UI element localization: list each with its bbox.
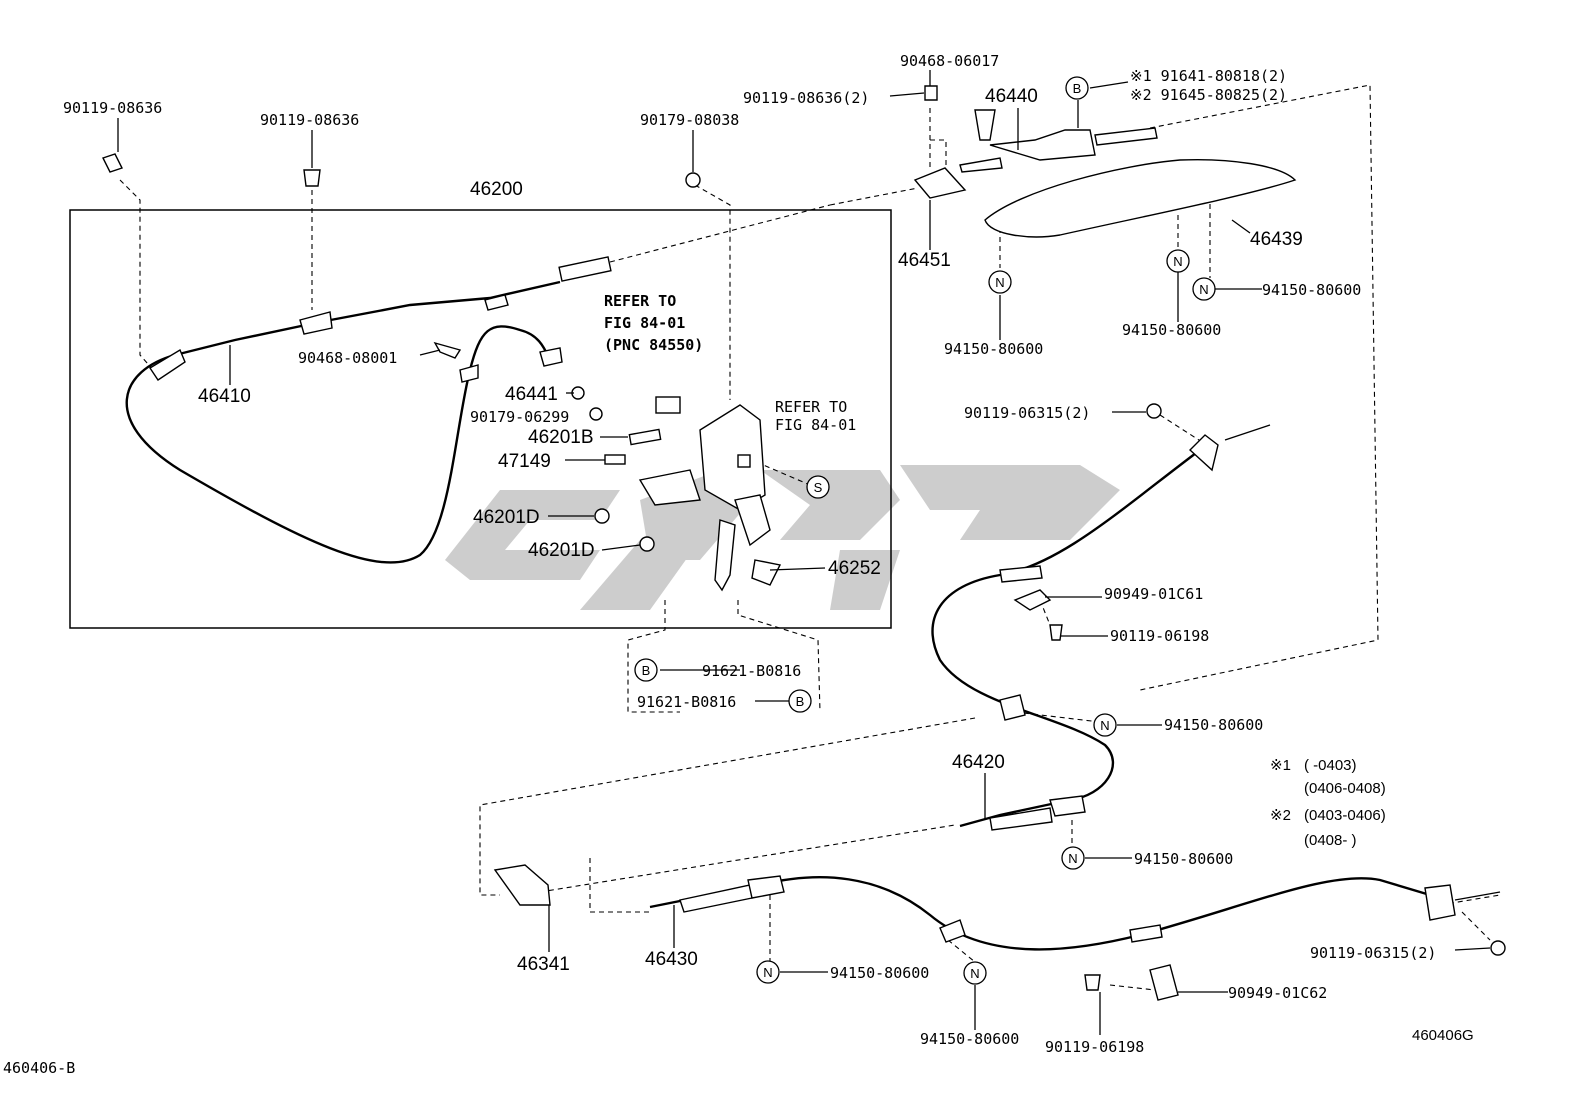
- label-94150-80600-e: 94150-80600: [1134, 850, 1233, 868]
- label-pnc-84550: (PNC 84550): [604, 336, 703, 354]
- label-46420: 46420: [952, 752, 1005, 773]
- assembly-frame-46200: [69, 209, 892, 629]
- label-94150-80600-c: 94150-80600: [1262, 281, 1361, 299]
- cable-46410: [125, 256, 612, 564]
- label-91641-80818: ※1 91641-80818(2): [1130, 67, 1287, 85]
- pedal-assembly: [638, 396, 782, 592]
- label-94150-80600-a: 94150-80600: [944, 340, 1043, 358]
- label-46410: 46410: [198, 386, 251, 407]
- note1-line1: ( -0403): [1304, 757, 1357, 774]
- label-46252: 46252: [828, 558, 881, 579]
- label-90468-08001: 90468-08001: [298, 349, 397, 367]
- note2-line1: (0403-0406): [1304, 807, 1386, 824]
- label-46441: 46441: [505, 384, 558, 405]
- cable-46430: [649, 875, 1501, 951]
- note2-line2: (0408- ): [1304, 832, 1357, 849]
- label-46439: 46439: [1250, 229, 1303, 250]
- svg-text:N: N: [1100, 718, 1109, 733]
- label-90119-06198-b: 90119-06198: [1045, 1038, 1144, 1056]
- leader-lines: [117, 70, 1491, 1035]
- svg-text:N: N: [970, 966, 979, 981]
- label-94150-80600-f: 94150-80600: [830, 964, 929, 982]
- label-46341: 46341: [517, 954, 570, 975]
- label-91621-b0816-b: 91621-B0816: [637, 693, 736, 711]
- svg-text:N: N: [1173, 254, 1182, 269]
- label-46200: 46200: [470, 179, 523, 200]
- label-90119-06315-b: 90119-06315(2): [1310, 944, 1436, 962]
- svg-text:B: B: [796, 694, 805, 709]
- label-90179-06299: 90179-06299: [470, 408, 569, 426]
- label-91621-b0816-a: 91621-B0816: [702, 662, 801, 680]
- label-90119-08636-b: 90119-08636: [260, 111, 359, 129]
- label-fig-84-01-2: FIG 84-01: [775, 416, 856, 434]
- label-fig-84-01-1: FIG 84-01: [604, 314, 685, 332]
- label-90119-08636-a: 90119-08636: [63, 99, 162, 117]
- label-91645-80825: ※2 91645-80825(2): [1130, 86, 1287, 104]
- svg-text:B: B: [1073, 81, 1082, 96]
- label-90949-01c62: 90949-01C62: [1228, 984, 1327, 1002]
- diagram-code-right: 460406G: [1412, 1027, 1474, 1044]
- label-47149: 47149: [498, 451, 551, 472]
- label-90179-08038: 90179-08038: [640, 111, 739, 129]
- label-90119-06315-a: 90119-06315(2): [964, 404, 1090, 422]
- label-refer-to-2: REFER TO: [775, 398, 847, 416]
- part-labels: 90119-08636 90119-08636 90179-08038 4620…: [3, 52, 1474, 1077]
- label-46451: 46451: [898, 250, 951, 271]
- label-46440: 46440: [985, 86, 1038, 107]
- svg-text:S: S: [814, 480, 823, 495]
- label-46201D-b: 46201D: [528, 540, 595, 561]
- footnotes: ※1 ( -0403) (0406-0408) ※2 (0403-0406) (…: [1270, 757, 1386, 849]
- watermark-logo: [445, 465, 1120, 610]
- label-94150-80600-d: 94150-80600: [1164, 716, 1263, 734]
- circle-markers: B S B B N N N N N N N: [634, 76, 1216, 985]
- label-94150-80600-g: 94150-80600: [920, 1030, 1019, 1048]
- label-90949-01c61: 90949-01C61: [1104, 585, 1203, 603]
- diagram-code-left: 460406-B: [3, 1059, 75, 1077]
- svg-text:N: N: [763, 965, 772, 980]
- label-refer-to-1: REFER TO: [604, 292, 676, 310]
- note1-line2: (0406-0408): [1304, 780, 1386, 797]
- svg-text:N: N: [1068, 851, 1077, 866]
- cable-46420: [931, 424, 1271, 831]
- label-90119-06198-a: 90119-06198: [1110, 627, 1209, 645]
- label-46201B: 46201B: [528, 427, 594, 448]
- svg-text:N: N: [1199, 282, 1208, 297]
- note2-mark: ※2: [1270, 807, 1291, 824]
- svg-text:B: B: [642, 663, 651, 678]
- svg-text:N: N: [995, 275, 1004, 290]
- label-90468-06017: 90468-06017: [900, 52, 999, 70]
- label-90119-08636-2: 90119-08636(2): [743, 89, 869, 107]
- hardware-parts: [102, 85, 1506, 1001]
- label-46201D-a: 46201D: [473, 507, 540, 528]
- note1-mark: ※1: [1270, 757, 1291, 774]
- label-94150-80600-b: 94150-80600: [1122, 321, 1221, 339]
- label-46430: 46430: [645, 949, 698, 970]
